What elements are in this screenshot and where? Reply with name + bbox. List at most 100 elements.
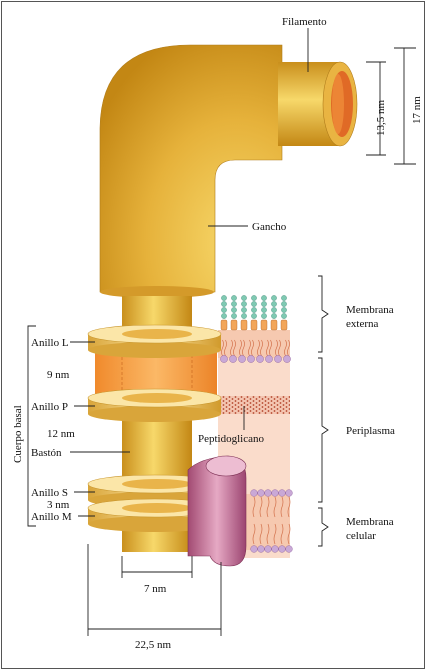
lps-bead [251, 313, 257, 319]
lipid-head [250, 545, 258, 553]
lipid-tail [287, 523, 291, 545]
lps-bead [251, 295, 257, 301]
lps-core [280, 319, 288, 331]
filament [278, 61, 358, 147]
lipid-tail [252, 496, 256, 518]
lipid-head [278, 489, 286, 497]
lipid-tail [266, 523, 270, 545]
lipid-head [250, 489, 258, 497]
bracket-cell-membrane [318, 507, 329, 547]
label-anillo-m: Anillo M [31, 511, 72, 523]
lps-bead [281, 301, 287, 307]
lps-bead [271, 307, 277, 313]
motor-protein [187, 455, 247, 567]
lps-bead [271, 301, 277, 307]
lps-bead [261, 307, 267, 313]
lps-core [270, 319, 278, 331]
hook-bottom-edge [100, 286, 214, 298]
lps-core [250, 319, 258, 331]
ring-p-bottom [88, 406, 221, 422]
lps-bead [281, 295, 287, 301]
lps-bead [241, 301, 247, 307]
lps-bead [261, 313, 267, 319]
label-membrana-celular-2: celular [346, 530, 376, 542]
label-gancho: Gancho [252, 221, 287, 233]
ring-m-hole [122, 503, 192, 513]
lipid-tail [273, 523, 277, 545]
ring-p-hole [122, 393, 192, 403]
label-anillo-l: Anillo L [31, 337, 69, 349]
lipid-head [257, 545, 265, 553]
lipid-tail [284, 339, 290, 357]
label-peptidoglicano: Peptidoglicano [198, 433, 264, 445]
lipid-tail [287, 496, 291, 518]
lipid-head [265, 355, 273, 363]
text-labels: Filamento Gancho Anillo L 9 nm Anillo P … [12, 16, 423, 651]
label-rod-width: 7 nm [144, 583, 167, 595]
label-periplasma: Periplasma [346, 425, 395, 437]
lps-bead [221, 313, 227, 319]
lipid-tail [275, 339, 281, 357]
lps-bead [251, 307, 257, 313]
label-gap-lp: 9 nm [47, 369, 70, 381]
lps-core [230, 319, 238, 331]
ring-p [87, 388, 222, 422]
hook-body [99, 44, 283, 293]
label-gap-ps: 12 nm [47, 428, 75, 440]
label-ring-width: 22,5 nm [135, 639, 172, 651]
label-filamento: Filamento [282, 16, 327, 28]
lps-chains [220, 295, 288, 331]
label-filament-inner: 13,5 nm [375, 100, 387, 137]
lps-bead [231, 313, 237, 319]
cell-membrane-lipids [250, 489, 293, 553]
lipid-tail [230, 339, 236, 357]
lps-bead [221, 301, 227, 307]
hook [99, 44, 283, 298]
lipid-tail [280, 496, 284, 518]
right-brackets [318, 275, 329, 547]
lps-bead [261, 295, 267, 301]
bracket-outer-membrane [318, 275, 329, 353]
lipid-head [278, 545, 286, 553]
lps-bead [221, 295, 227, 301]
label-membrana-externa-2: externa [346, 318, 378, 330]
lps-bead [281, 313, 287, 319]
lps-core [260, 319, 268, 331]
bracket-periplasm [318, 357, 329, 503]
lipid-tail [257, 339, 263, 357]
label-cuerpo-basal: Cuerpo basal [12, 405, 24, 463]
lipid-head [238, 355, 246, 363]
lipid-tail [221, 339, 227, 357]
outer-membrane-lipids [220, 339, 291, 363]
label-membrana-externa-1: Membrana [346, 304, 394, 316]
label-membrana-celular-1: Membrana [346, 516, 394, 528]
bracket-basal-body [27, 325, 36, 527]
lipid-tail [252, 523, 256, 545]
lipid-tail [266, 339, 272, 357]
peptidoglycan-layer [218, 396, 290, 414]
label-filament-outer: 17 nm [411, 96, 423, 124]
filament-lumen-shade [332, 74, 344, 134]
lps-bead [241, 295, 247, 301]
label-anillo-p: Anillo P [31, 401, 68, 413]
lps-bead [261, 301, 267, 307]
lipid-tail [266, 496, 270, 518]
lipid-head [220, 355, 228, 363]
lps-bead [281, 307, 287, 313]
dimension-lines [70, 28, 416, 636]
lipid-head [271, 489, 279, 497]
lipid-head [247, 355, 255, 363]
lipid-tail [273, 496, 277, 518]
lps-core [240, 319, 248, 331]
lipid-head [257, 489, 265, 497]
lipid-head [274, 355, 282, 363]
lipid-tail [248, 339, 254, 357]
label-gap-sm: 3 nm [47, 499, 70, 511]
lps-bead [231, 295, 237, 301]
lps-bead [221, 307, 227, 313]
ring-l [87, 324, 222, 358]
outer-membrane-core [218, 330, 290, 358]
